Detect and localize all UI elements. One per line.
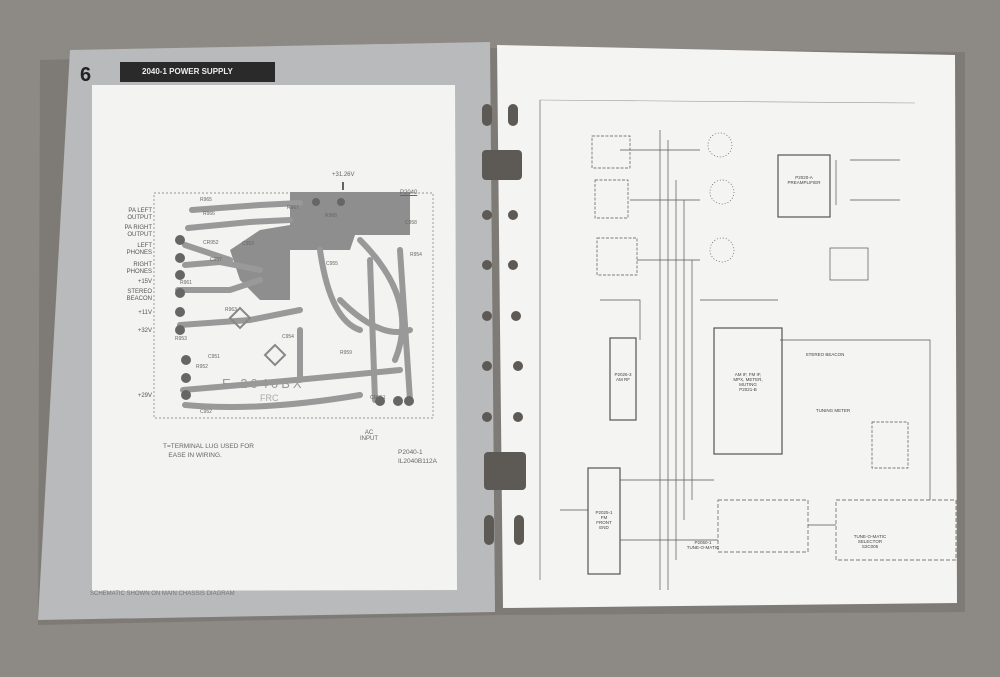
- schematic-block-label: AM IF, FM IF, MPX, METER, MUTING P2021-B: [733, 372, 763, 392]
- schematic-block-label: P2026-3 AM RF: [614, 372, 632, 382]
- board-silkscreen-sub: FRC: [260, 393, 279, 403]
- terminal-note: T=TERMINAL LUG USED FOR EASE IN WIRING.: [163, 443, 254, 459]
- component-label: R965: [200, 197, 212, 203]
- schematic-block-label: STEREO BEACON: [805, 352, 845, 357]
- component-label: CR951: [370, 395, 386, 401]
- component-label: R967: [287, 205, 299, 211]
- component-label: C952: [200, 409, 212, 415]
- terminal-label: +32V: [137, 328, 152, 334]
- pcb-layout: [153, 182, 434, 419]
- component-label: C955: [326, 261, 338, 267]
- terminal-label: +15V: [137, 279, 152, 285]
- terminal-label: PA LEFT OUTPUT: [127, 208, 152, 221]
- component-label: C958: [405, 220, 417, 226]
- terminal-label: +11V: [138, 310, 152, 316]
- component-label: R966: [203, 211, 215, 217]
- terminal-label: LEFT PHONES: [126, 243, 152, 256]
- component-label: R954: [410, 252, 422, 258]
- schematic-block-label: TUNING METER: [815, 408, 851, 413]
- terminal-label: STEREO BEACON: [126, 289, 152, 302]
- component-label: C953: [242, 241, 254, 247]
- component-label: R963: [225, 307, 237, 313]
- component-label: R968: [325, 213, 337, 219]
- part-reference: P2040-1 IL2040B112A: [398, 449, 437, 465]
- component-label: R961: [180, 280, 192, 286]
- component-label: CR952: [203, 240, 219, 246]
- terminal-label: +29V: [137, 393, 152, 399]
- ac-input-label: AC INPUT: [360, 430, 378, 442]
- terminal-label: PA RIGHT OUTPUT: [124, 225, 152, 238]
- schematic-block-label: TUNE-O-MATIC SELECTOR S2C005: [853, 534, 887, 549]
- schematic-block-label: P2050-1 TUNE-O-MATIC: [686, 540, 720, 550]
- terminal-label: RIGHT PHONES: [126, 262, 152, 275]
- component-label: R959: [340, 350, 352, 356]
- page-footer: SCHEMATIC SHOWN ON MAIN CHASSIS DIAGRAM: [90, 591, 235, 597]
- binder-holes: [482, 104, 526, 545]
- schematic-block-label: P2020-A PREAMPLIFIER: [787, 175, 821, 185]
- top-voltage-label: +31.26V: [332, 172, 355, 178]
- page-number: 6: [80, 64, 92, 86]
- section-title: 2040-1 POWER SUPPLY: [120, 62, 275, 82]
- schematic-block-label: P2025-1 FM FRONT END: [595, 510, 613, 530]
- component-label: R952: [196, 364, 208, 370]
- component-label: C954: [282, 334, 294, 340]
- board-id: P2040: [400, 190, 418, 196]
- component-label: C951: [208, 354, 220, 360]
- schematic-lines: [560, 130, 957, 590]
- board-silkscreen: E 2040BX: [222, 376, 305, 391]
- component-label: R953: [175, 336, 187, 342]
- component-label: C957: [210, 257, 222, 263]
- right-page: [497, 45, 957, 608]
